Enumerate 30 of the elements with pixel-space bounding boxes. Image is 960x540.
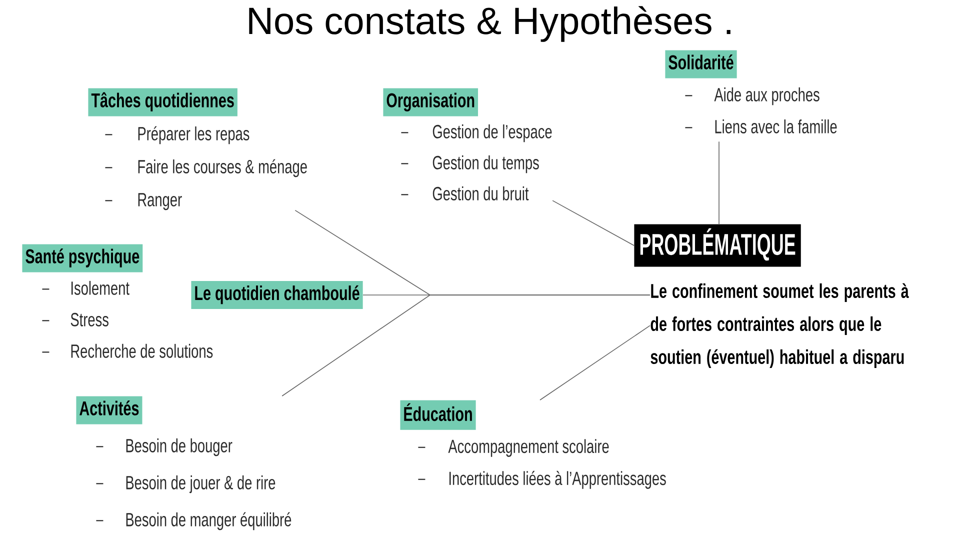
- category-tag: Activités: [76, 396, 142, 424]
- list-item: Recherche de solutions: [71, 344, 213, 358]
- list-item: Besoin de manger équilibré: [126, 512, 292, 530]
- connector-line: [540, 325, 650, 400]
- list-item: Liens avec la famille: [715, 119, 837, 134]
- category-tag: Solidarité: [665, 50, 737, 78]
- list-item: Faire les courses & ménage: [138, 159, 307, 178]
- list-item: Accompagnement scolaire: [448, 439, 609, 457]
- list-item: Ranger: [138, 193, 182, 210]
- list-item: Gestion du temps: [432, 155, 539, 174]
- list-item: Gestion de l’espace: [432, 124, 552, 142]
- heading-box: PROBLÉMATIQUE: [634, 224, 801, 267]
- list-item: Besoin de bouger: [126, 438, 232, 456]
- list-item: Gestion du bruit: [432, 186, 529, 200]
- title: Nos constats & Hypothèses .: [249, 6, 730, 42]
- connector-line: [718, 141, 720, 224]
- category-tag: Organisation: [383, 88, 478, 116]
- list-item: Stress: [70, 312, 108, 326]
- list-item: Incertitudes liées à l’Apprentissages: [449, 470, 666, 489]
- list-item: Isolement: [71, 280, 130, 295]
- category-tag: Éducation: [400, 400, 476, 430]
- connector-line: [282, 294, 650, 396]
- list-item: Préparer les repas: [138, 126, 250, 144]
- category-tag: Santé psychique: [22, 244, 143, 272]
- category-tag: Tâches quotidiennes: [88, 88, 238, 116]
- category-tag: Le quotidien chamboulé: [191, 281, 363, 309]
- list-item: Aide aux proches: [714, 87, 820, 106]
- problem-statement: Le confinement soumet les parents à de fortes contraintes alors que le soutien (éventuel) habituel a disparu: [650, 283, 909, 368]
- connector-line: [552, 200, 634, 246]
- list-item: Besoin de jouer & de rire: [126, 475, 276, 494]
